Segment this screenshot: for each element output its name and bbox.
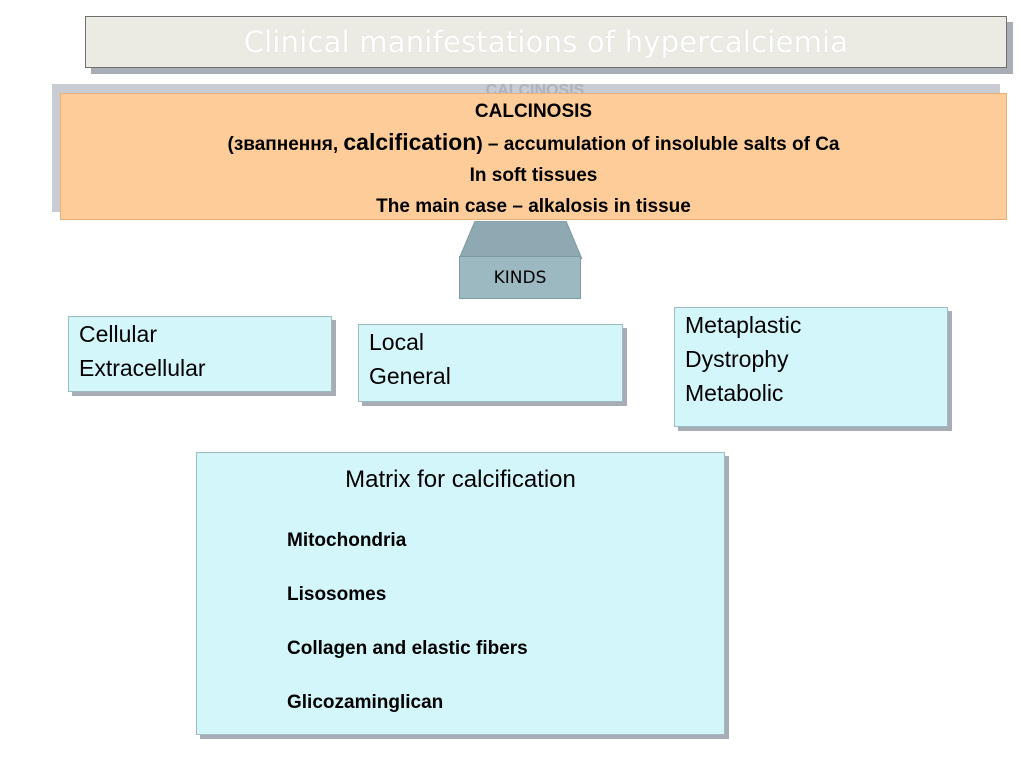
calcinosis-cause-line: The main case – alkalosis in tissue xyxy=(376,196,691,217)
kind-metaplastic: Metaplastic xyxy=(685,312,802,338)
kind-cellular: Cellular xyxy=(79,321,157,347)
calcinosis-heading: CALCINOSIS xyxy=(474,101,593,122)
kind-group-cellular: Cellular Extracellular xyxy=(68,316,332,392)
matrix-item-label: Glicozaminglican xyxy=(287,692,444,713)
matrix-item-label: Collagen and elastic fibers xyxy=(287,638,528,659)
matrix-box: Matrix for calcification 1. Mitochondria… xyxy=(196,452,725,735)
matrix-item: 1. Mitochondria xyxy=(197,514,724,568)
kind-metabolic: Metabolic xyxy=(685,380,784,406)
calcinosis-location-line: In soft tissues xyxy=(469,165,598,186)
calcinosis-definition-text: ) – accumulation of insoluble salts of C… xyxy=(476,134,840,155)
kinds-label-box: KINDS xyxy=(459,256,581,299)
matrix-item: 2. Lisosomes xyxy=(197,568,724,622)
kind-group-metaplastic: Metaplastic Dystrophy Metabolic xyxy=(674,307,948,427)
calcification-term: calcification xyxy=(343,129,477,155)
matrix-title: Matrix for calcification xyxy=(345,466,576,493)
kind-group-local: Local General xyxy=(358,324,623,402)
calcinosis-ukrainian-term: (звапнення, xyxy=(227,134,344,155)
kind-local: Local xyxy=(369,329,424,355)
calcinosis-definition-line: (звапнення, calcification) – accumulatio… xyxy=(61,127,1006,160)
matrix-item-label: Lisosomes xyxy=(287,584,387,605)
kinds-connector-shape xyxy=(459,221,582,259)
kind-extracellular: Extracellular xyxy=(79,355,206,381)
kind-general: General xyxy=(369,363,451,389)
matrix-item: 4. Glicozaminglican xyxy=(197,676,724,730)
calcinosis-definition-box: CALCINOSIS (звапнення, calcification) – … xyxy=(60,93,1007,220)
matrix-item: 3. Collagen and elastic fibers xyxy=(197,622,724,676)
matrix-item-number: 1. xyxy=(209,535,219,547)
kind-dystrophy: Dystrophy xyxy=(685,346,789,372)
slide-title-box: Clinical manifestations of hypercalciemi… xyxy=(85,16,1007,68)
matrix-item-number: 4. xyxy=(209,697,219,709)
kinds-label: KINDS xyxy=(493,267,547,288)
matrix-item-label: Mitochondria xyxy=(287,530,407,551)
matrix-item-number: 3. xyxy=(209,643,219,655)
matrix-item-number: 2. xyxy=(209,589,219,601)
slide-title: Clinical manifestations of hypercalciemi… xyxy=(243,25,849,59)
